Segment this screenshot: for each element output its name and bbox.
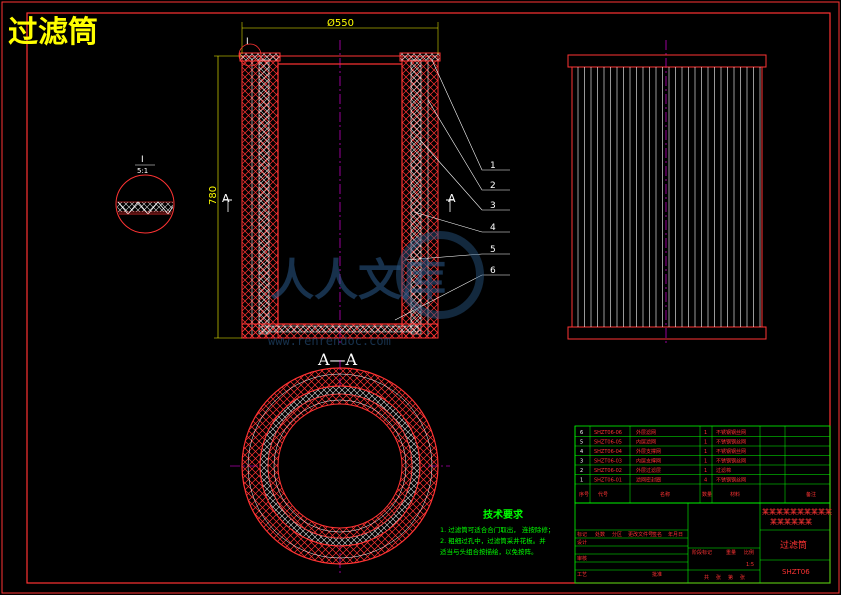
leader-number-1: 1 [490, 161, 496, 171]
parts-cell-2-4: 不锈钢钢丝网 [716, 448, 746, 455]
leader-number-4: 4 [490, 223, 496, 233]
parts-cell-4-1: SHZT06-02 [594, 468, 622, 474]
section-aa-title: A—A [317, 350, 358, 369]
stage-label: 阶段标记 [692, 549, 712, 556]
parts-cell-0-3: 1 [704, 430, 707, 436]
company-line-1: 某某某某某某某某某某 [762, 508, 832, 516]
leader-number-2: 2 [490, 181, 496, 191]
sign-label-3: 更改文件号 [628, 531, 653, 538]
side-view [567, 40, 767, 345]
leader-number-3: 3 [490, 201, 496, 211]
tech-requirements-title: 技术要求 [483, 508, 524, 521]
parts-cell-4-0: 2 [580, 468, 583, 474]
parts-cell-4-4: 过滤棉 [716, 467, 731, 474]
parts-header-4: 材料 [730, 491, 740, 498]
parts-header-3: 数量 [702, 491, 712, 498]
parts-cell-1-0: 5 [580, 440, 583, 446]
parts-cell-2-1: SHZT06-04 [594, 449, 622, 455]
detail-view-label: I [141, 155, 144, 165]
parts-cell-3-1: SHZT06-03 [594, 459, 622, 465]
parts-cell-2-3: 1 [704, 449, 707, 455]
sign-label-5: 年月日 [668, 531, 683, 538]
parts-cell-5-0: 1 [580, 478, 583, 484]
inner-border [26, 12, 831, 584]
sign-label-1: 处数 [595, 531, 605, 538]
scale-label: 比例 [744, 549, 754, 556]
leader-number-6: 6 [490, 266, 496, 276]
leader-number-5: 5 [490, 245, 496, 255]
parts-cell-0-4: 不锈钢钢丝网 [716, 429, 746, 436]
parts-cell-4-2: 外层过滤层 [636, 467, 661, 474]
parts-cell-3-3: 1 [704, 459, 707, 465]
parts-list: 6 SHZT06-06 外层滤网 1 不锈钢钢丝网 5 SHZT06-05 内层滤网 1 不锈钢钢… [574, 425, 831, 504]
parts-cell-0-2: 外层滤网 [636, 429, 656, 436]
parts-cell-3-2: 内层支撑网 [636, 458, 661, 465]
sheet-total: 共 [704, 574, 709, 581]
section-marker-left: A [222, 192, 230, 205]
parts-cell-1-3: 1 [704, 440, 707, 446]
parts-cell-4-3: 1 [704, 468, 707, 474]
part-name: 过滤筒 [780, 539, 807, 551]
section-aa-view: A—A [230, 350, 450, 575]
weight-label: 重量 [726, 549, 736, 556]
parts-cell-5-1: SHZT06-01 [594, 478, 622, 484]
detail-marker-label: I [246, 37, 249, 47]
role-process: 工艺 [577, 572, 587, 578]
title-block: 某某某某某某某某某某 某某某某某某 过滤筒 SHZT06 1:5 标记 处数 分… [574, 502, 832, 584]
company-line-2: 某某某某某某 [770, 518, 812, 526]
watermark-text: 人人文库 [270, 255, 446, 306]
sign-label-2: 分区 [612, 531, 622, 538]
parts-cell-5-3: 4 [704, 478, 707, 484]
parts-cell-5-4: 不锈钢钢丝网 [716, 477, 746, 484]
scale-value: 1:5 [746, 562, 754, 568]
watermark: 人人文库 www.renrendoc.com [268, 231, 484, 348]
role-review: 审核 [577, 555, 587, 562]
tech-requirements: 技术要求 1. 过滤筒可适合合门取出， 连按除修； 2. 粗细过孔中，过滤筒采井… [440, 508, 554, 556]
drawing-number: SHZT06 [782, 568, 810, 576]
parts-cell-0-1: SHZT06-06 [594, 430, 622, 436]
parts-cell-1-1: SHZT06-05 [594, 440, 622, 446]
parts-header-2: 名称 [660, 491, 670, 498]
sheet-unit-1: 张 [716, 574, 721, 581]
watermark-url: www.renrendoc.com [268, 334, 391, 348]
front-section-view: Ø550 780 I A A 1 2 3 4 5 6 [208, 17, 510, 345]
role-design: 设计 [577, 539, 587, 546]
section-marker-right: A [448, 192, 456, 205]
role-approve: 批准 [652, 571, 662, 578]
sheet-index: 第 [728, 574, 733, 581]
parts-cell-0-0: 6 [580, 430, 583, 436]
parts-cell-3-4: 不锈钢钢丝网 [716, 458, 746, 465]
parts-cell-5-2: 滤网密封圈 [636, 477, 661, 484]
parts-cell-1-4: 不锈钢钢丝网 [716, 439, 746, 446]
sheet-unit-2: 张 [740, 574, 745, 581]
tech-requirement-line-2: 2. 粗细过孔中，过滤筒采井花板。并 [440, 536, 546, 545]
drawing-title: 过滤筒 [8, 15, 98, 50]
tech-requirement-line-1: 1. 过滤筒可适合合门取出， 连按除修； [440, 525, 554, 534]
parts-header-5: 备注 [806, 491, 816, 498]
parts-cell-2-2: 外层支撑网 [636, 448, 661, 455]
detail-view: I 5:1 [115, 155, 175, 234]
sign-label-0: 标记 [577, 531, 587, 538]
tech-requirement-line-3: 适当与头组合按描绘，以免按阵。 [440, 547, 538, 556]
height-dimension: 780 [208, 186, 219, 205]
parts-cell-2-0: 4 [580, 449, 583, 455]
parts-cell-3-0: 3 [580, 459, 583, 465]
detail-view-scale: 5:1 [137, 167, 148, 175]
diameter-dimension: Ø550 [327, 17, 354, 29]
sign-label-4: 签名 [652, 531, 662, 538]
parts-header-0: 序号 [579, 491, 589, 498]
parts-cell-1-2: 内层滤网 [636, 439, 656, 446]
parts-header-1: 代号 [598, 491, 608, 498]
